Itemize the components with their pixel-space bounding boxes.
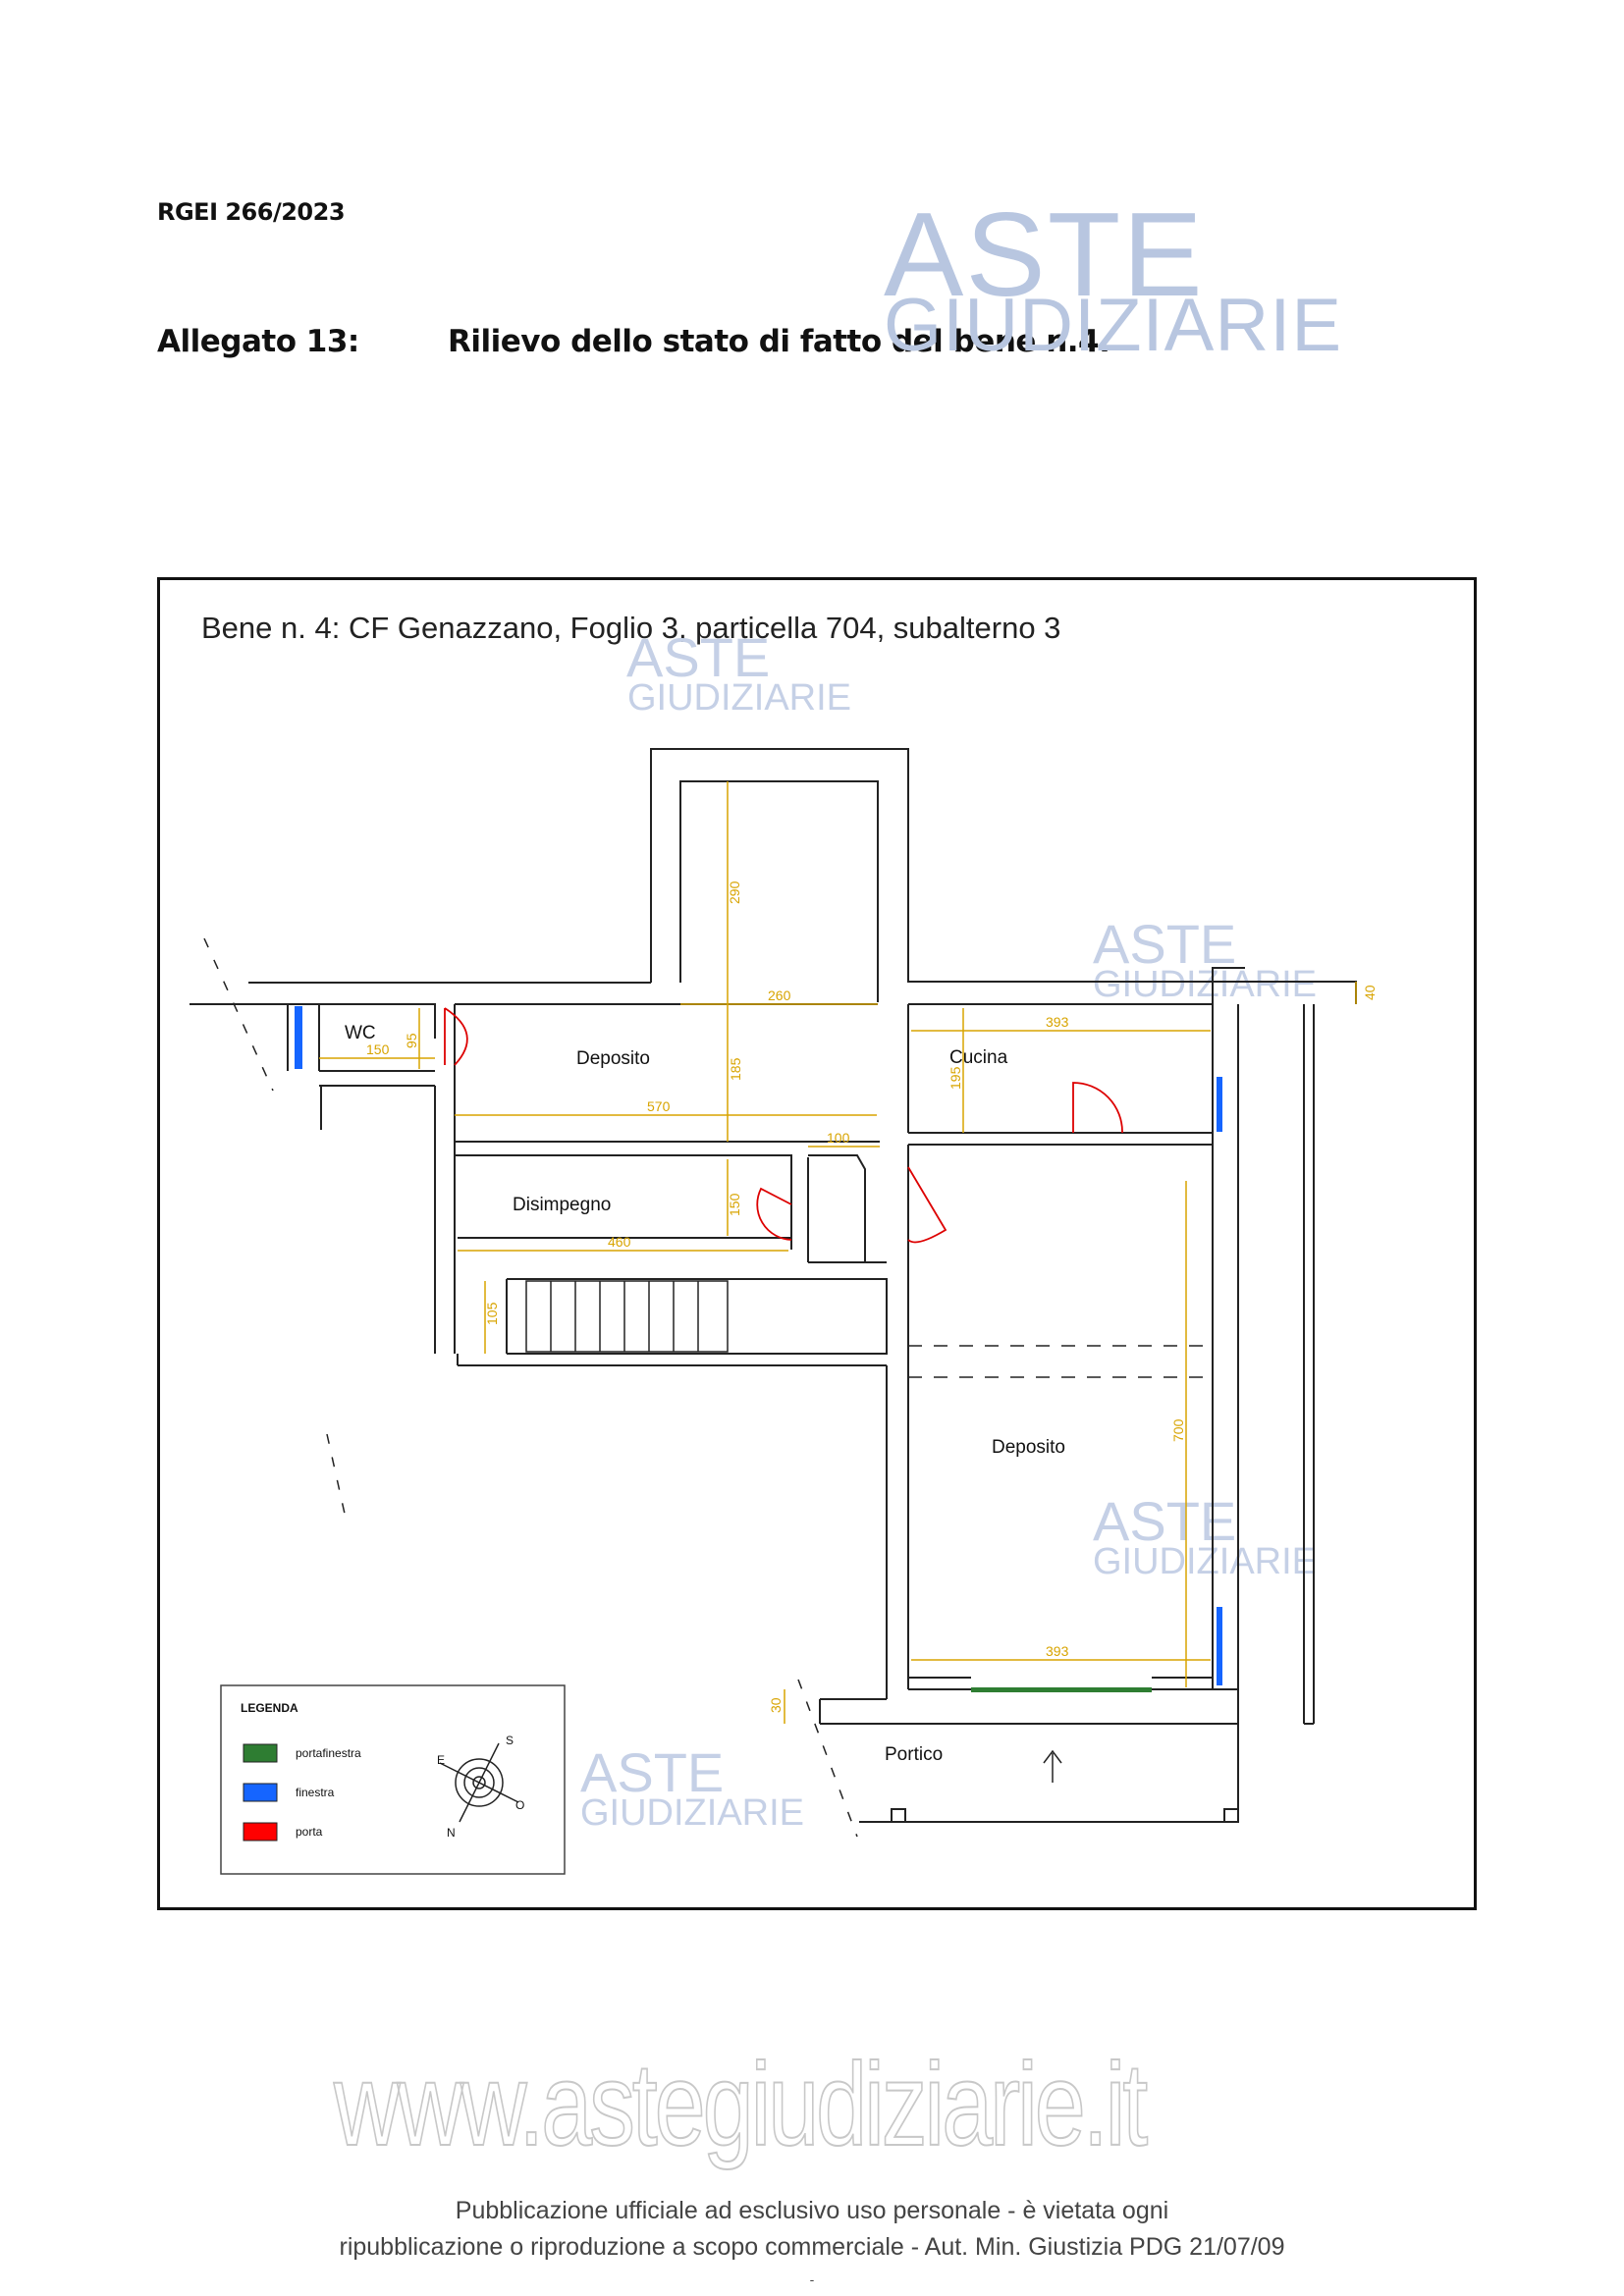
room-label-disimpegno: Disimpegno (513, 1195, 611, 1215)
dim-570: 570 (647, 1098, 671, 1114)
dimension-labels: 290 260 185 570 150 95 393 195 100 460 1… (366, 881, 1378, 1713)
svg-text:GIUDIZIARIE: GIUDIZIARIE (580, 1792, 804, 1834)
dim-30: 30 (768, 1697, 784, 1713)
dimension-lines (319, 781, 1357, 1724)
attachment-title: Rilievo dello stato di fatto del bene n.… (448, 324, 1110, 359)
legend-swatch-portafinestra (243, 1743, 278, 1763)
dim-700: 700 (1170, 1418, 1186, 1442)
dim-185: 185 (728, 1057, 743, 1081)
svg-text:ASTE: ASTE (1093, 913, 1236, 975)
entrance-arrow (1043, 1749, 1062, 1783)
svg-text:GIUDIZIARIE: GIUDIZIARIE (1093, 964, 1317, 1005)
room-label-cucina: Cucina (949, 1047, 1008, 1068)
room-labels: WC Deposito Cucina Disimpegno Deposito P… (345, 1023, 1065, 1765)
legend: LEGENDA portafinestra finestra porta S E… (220, 1684, 566, 1875)
svg-text:GIUDIZIARIE: GIUDIZIARIE (1093, 1541, 1317, 1582)
dim-150a: 150 (366, 1041, 390, 1057)
dim-95: 95 (404, 1033, 419, 1048)
room-label-deposito-1: Deposito (576, 1048, 650, 1069)
dashed-lines (203, 937, 1213, 1838)
dim-460: 460 (608, 1234, 631, 1250)
dim-100: 100 (827, 1130, 850, 1146)
dim-290: 290 (727, 881, 742, 904)
legend-swatch-porta (243, 1822, 278, 1842)
dim-393b: 393 (1046, 1643, 1069, 1659)
floor-plan: ASTE GIUDIZIARIE ASTE GIUDIZIARIE ASTE G… (189, 626, 1378, 1875)
windows (295, 1006, 1222, 1692)
plan-watermarks: ASTE GIUDIZIARIE ASTE GIUDIZIARIE ASTE G… (580, 626, 1317, 1834)
footer-line-3: - (809, 2271, 815, 2287)
dim-260: 260 (768, 988, 791, 1003)
svg-text:ASTE: ASTE (580, 1741, 724, 1803)
attachment-label: Allegato 13: (157, 324, 359, 359)
website-watermark: www.astegiudiziarie.it (333, 2038, 1149, 2171)
compass-n: N (447, 1826, 456, 1840)
compass-o: O (515, 1798, 524, 1812)
svg-text:ASTE: ASTE (626, 626, 770, 688)
legend-title: LEGENDA (241, 1701, 298, 1715)
legend-label-finestra: finestra (296, 1786, 335, 1799)
doors (444, 1007, 1123, 1244)
compass-s: S (506, 1734, 514, 1747)
compass-e: E (437, 1753, 445, 1767)
plan-title: Bene n. 4: CF Genazzano, Foglio 3, parti… (201, 611, 1061, 645)
dim-393a: 393 (1046, 1014, 1069, 1030)
svg-text:GIUDIZIARIE: GIUDIZIARIE (627, 677, 851, 719)
legend-label-porta: porta (296, 1825, 323, 1839)
plan-frame (157, 577, 1477, 1910)
compass-icon (439, 1742, 519, 1823)
stairs (525, 1280, 729, 1353)
watermark-logo: ASTE GIUDIZIARIE (884, 187, 1343, 367)
legend-label-portafinestra: portafinestra (296, 1746, 361, 1760)
room-label-wc: WC (345, 1023, 376, 1043)
walls (189, 748, 1357, 1823)
footer-line-2: ripubblicazione o riproduzione a scopo c… (339, 2233, 1285, 2261)
dim-195: 195 (947, 1066, 963, 1090)
legend-swatch-finestra (243, 1783, 278, 1802)
dim-105: 105 (484, 1302, 500, 1325)
room-label-deposito-2: Deposito (992, 1437, 1065, 1458)
footer-line-1: Pubblicazione ufficiale ad esclusivo uso… (455, 2197, 1169, 2224)
document-reference: RGEI 266/2023 (157, 198, 346, 226)
room-label-portico: Portico (885, 1744, 943, 1765)
dim-150b: 150 (727, 1193, 742, 1216)
dim-40: 40 (1362, 985, 1378, 1000)
